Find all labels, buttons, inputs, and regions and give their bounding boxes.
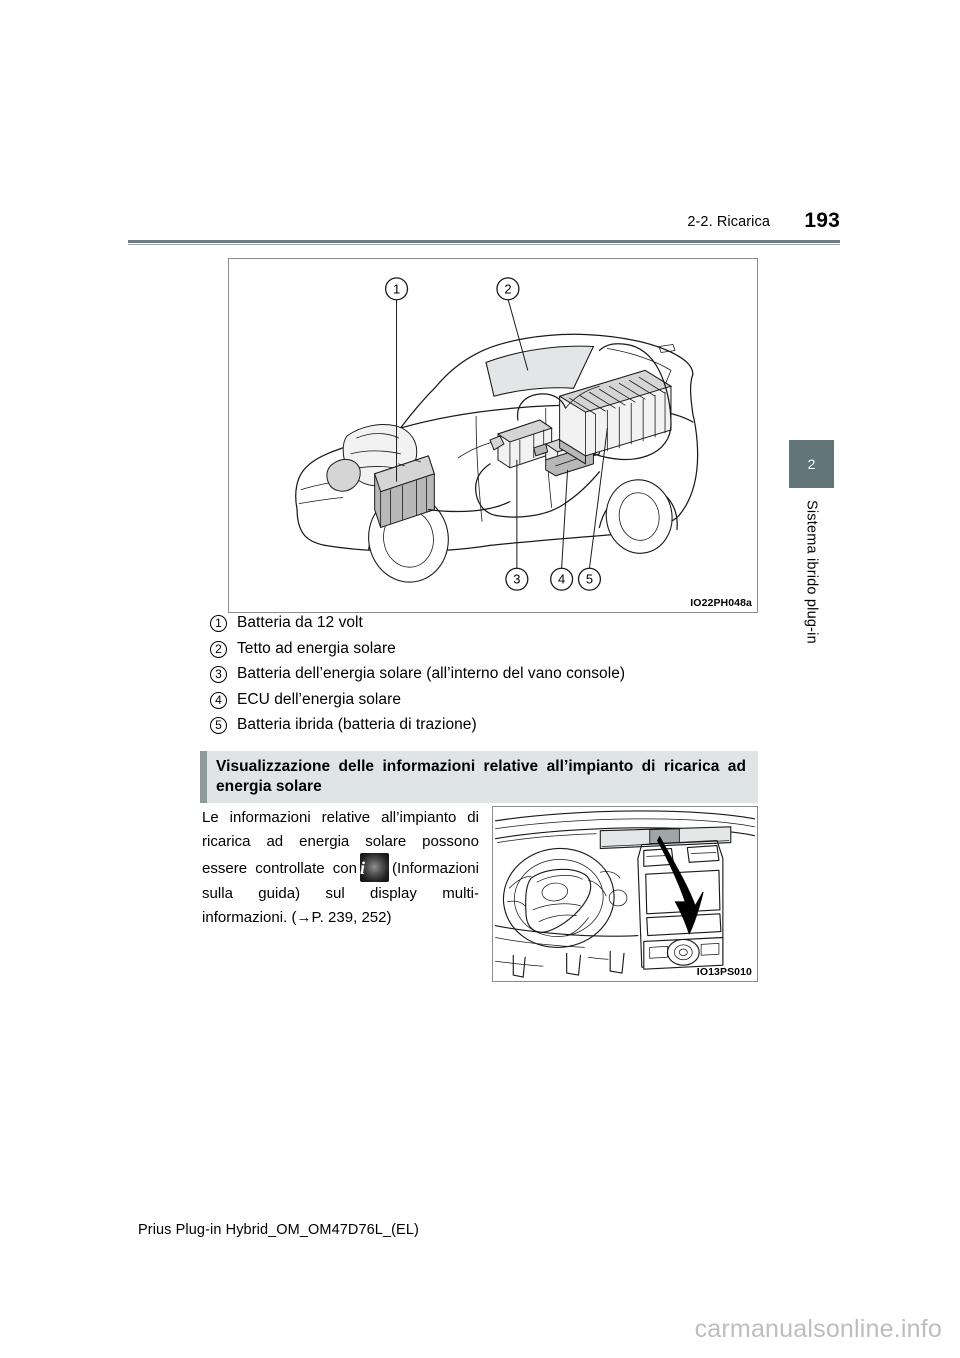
header-rule — [128, 240, 840, 243]
body-text-part2: (Informazioni sulla guida) sul display m… — [202, 860, 479, 926]
body-text-part1: Le informazioni relative all’impianto di… — [202, 809, 479, 877]
figure-code-dashboard: IO13PS010 — [696, 966, 752, 978]
vehicle-cutaway-illustration: .ln { fill:none; stroke:#1a1a1a; stroke-… — [295, 277, 699, 591]
section-body-text: Le informazioni relative all’impianto di… — [202, 806, 479, 929]
legend-number: 5 — [206, 715, 231, 734]
information-icon-glyph: i — [360, 857, 366, 878]
dashboard-illustration: .d { fill:none; stroke:#1a1a1a; stroke-w… — [494, 810, 756, 978]
legend-number: 4 — [206, 690, 231, 709]
chapter-tab-number: 2 — [789, 440, 834, 488]
legend-label: Tetto ad energia solare — [237, 639, 396, 657]
legend-number: 1 — [206, 613, 231, 632]
svg-text:1: 1 — [393, 281, 400, 296]
header-rule-secondary — [128, 243, 840, 245]
chapter-tab-label-text: Sistema ibrido plug-in — [803, 500, 820, 644]
list-item: 4 ECU dell’energia solare — [206, 690, 806, 716]
figure-vehicle-cutaway: .ln { fill:none; stroke:#1a1a1a; stroke-… — [228, 258, 758, 613]
list-item: 5 Batteria ibrida (batteria di trazione) — [206, 715, 806, 741]
page-number: 193 — [804, 209, 840, 232]
callout-1: 1 — [384, 277, 409, 301]
legend-label: Batteria da 12 volt — [237, 614, 363, 631]
callout-2: 2 — [496, 277, 520, 301]
page-header: 2-2. Ricarica 193 — [128, 209, 840, 242]
component-legend-list: 1 Batteria da 12 volt 2 Tetto ad energia… — [206, 613, 806, 741]
legend-number: 3 — [206, 664, 231, 683]
list-item: 1 Batteria da 12 volt — [206, 613, 806, 639]
svg-text:4: 4 — [558, 572, 565, 587]
section-heading-band: Visualizzazione delle informazioni relat… — [200, 751, 758, 803]
callout-5: 5 — [577, 567, 602, 591]
svg-text:5: 5 — [586, 572, 593, 587]
callout-3: 3 — [505, 567, 529, 591]
legend-label: ECU dell’energia solare — [237, 690, 401, 708]
legend-label: Batteria dell’energia solare (all’intern… — [237, 665, 626, 682]
footer-document-id: Prius Plug-in Hybrid_OM_OM47D76L_(EL) — [138, 1222, 419, 1238]
pointer-arrow — [657, 835, 704, 935]
list-item: 3 Batteria dell’energia solare (all’inte… — [206, 664, 806, 690]
figure-dashboard-display: .d { fill:none; stroke:#1a1a1a; stroke-w… — [492, 806, 758, 982]
svg-text:2: 2 — [504, 281, 511, 296]
watermark: carmanualsonline.info — [694, 1315, 942, 1343]
svg-text:3: 3 — [513, 572, 520, 587]
header-section-title: 2-2. Ricarica — [687, 214, 770, 230]
chapter-tab-label: Sistema ibrido plug-in — [789, 500, 834, 680]
information-icon: i — [360, 853, 390, 882]
legend-number: 2 — [206, 639, 231, 658]
body-paragraph: Le informazioni relative all’impianto di… — [202, 806, 479, 929]
legend-label: Batteria ibrida (batteria di trazione) — [237, 716, 477, 733]
list-item: 2 Tetto ad energia solare — [206, 639, 806, 665]
callout-4: 4 — [550, 567, 574, 591]
section-heading-text: Visualizzazione delle informazioni relat… — [216, 758, 746, 795]
figure-code-main: IO22PH048a — [690, 597, 752, 609]
